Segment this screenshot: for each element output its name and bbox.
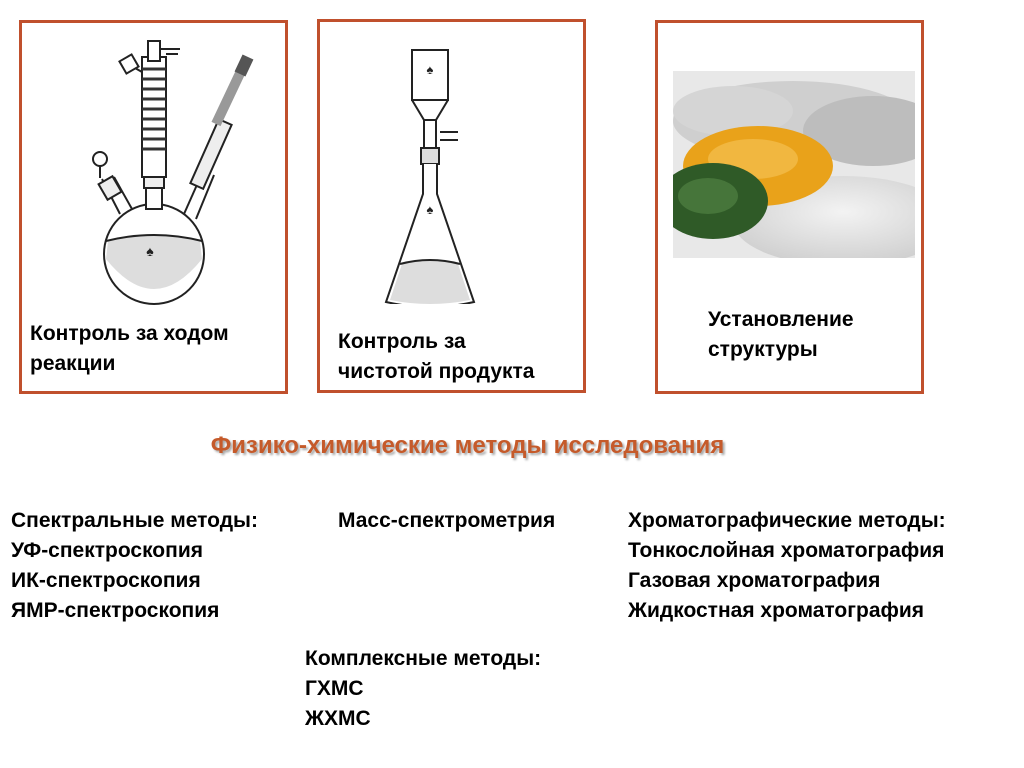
caption-reaction-control: Контроль за ходом реакции	[30, 322, 229, 375]
caption-purity-control: Контроль за чистотой продукта	[338, 330, 535, 383]
list-item: Газовая хроматография	[628, 569, 881, 592]
list-item: ЖХМС	[305, 707, 371, 730]
mass-spectrometry-list: Масс-спектрометрия	[338, 506, 555, 536]
mass-spectrometry-heading: Масс-спектрометрия	[338, 509, 556, 532]
complex-methods-heading: Комплексные методы:	[305, 647, 542, 670]
granules-photo	[673, 71, 915, 258]
svg-text:♠: ♠	[146, 243, 154, 259]
filtration-flask-illustration: ♠ ♠	[384, 49, 476, 304]
svg-text:♠: ♠	[427, 202, 434, 217]
chromatographic-methods-list: Хроматографические методы: Тонкослойная …	[628, 506, 946, 626]
list-item: УФ-спектроскопия	[11, 539, 203, 562]
complex-methods-list: Комплексные методы: ГХМС ЖХМС	[305, 644, 541, 734]
card-purity-control: ♠ ♠ Контроль за чистотой продукта	[317, 19, 586, 393]
list-item: Тонкослойная хроматография	[628, 539, 945, 562]
spectral-methods-list: Спектральные методы: УФ-спектроскопия ИК…	[11, 506, 258, 626]
list-item: Жидкостная хроматография	[628, 599, 925, 622]
card-reaction-control: ♠ Контроль за ходом реакции	[19, 20, 288, 394]
spectral-methods-heading: Спектральные методы:	[11, 509, 258, 532]
reflux-flask-illustration: ♠	[92, 40, 254, 305]
list-item: ИК-спектроскопия	[11, 569, 201, 592]
section-title: Физико-химические методы исследования	[210, 432, 725, 459]
list-item: ГХМС	[305, 677, 364, 700]
chromatographic-methods-heading: Хроматографические методы:	[628, 509, 946, 532]
svg-text:♠: ♠	[427, 62, 434, 77]
card-structure-determination: Установление структуры	[655, 20, 924, 394]
list-item: ЯМР-спектроскопия	[11, 599, 220, 622]
caption-structure-determination: Установление структуры	[708, 308, 854, 361]
